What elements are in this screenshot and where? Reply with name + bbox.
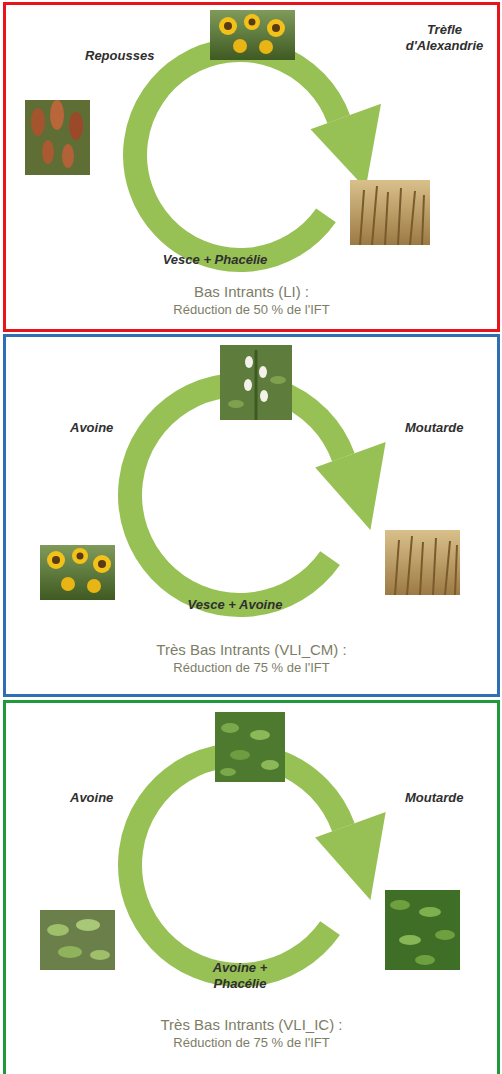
- crop-label: Moutarde: [405, 790, 495, 806]
- crop-label: Moutarde: [405, 420, 495, 436]
- ift-reduction: Réduction de 50 % de l'IFT: [6, 301, 497, 318]
- crop-label: Vesce + Phacélie: [140, 252, 290, 268]
- strategy-panel: Très Bas Intrants (VLI_CM) :Réduction de…: [3, 334, 500, 697]
- panel-caption: Très Bas Intrants (VLI_IC) :Réduction de…: [6, 1015, 497, 1051]
- wheat-photo: [350, 180, 430, 245]
- ift-reduction: Réduction de 75 % de l'IFT: [6, 659, 497, 676]
- crop-label: Trèfle d'Alexandrie: [392, 22, 497, 54]
- young-sunflower-photo: [40, 910, 115, 970]
- cover-crop-photo: [215, 712, 285, 782]
- strategy-name: Bas Intrants (LI) :: [6, 282, 497, 301]
- wheat-photo: [385, 530, 460, 595]
- strategy-name: Très Bas Intrants (VLI_CM) :: [6, 640, 497, 659]
- sesame-photo: [220, 345, 292, 420]
- sunflower-photo: [40, 545, 115, 600]
- crop-label: Repousses: [85, 48, 175, 64]
- cycle-arrow: [130, 755, 386, 975]
- crop-label: Vesce + Avoine: [160, 597, 310, 613]
- strategy-panel: Très Bas Intrants (VLI_IC) :Réduction de…: [3, 700, 500, 1074]
- sorghum-photo: [25, 100, 90, 175]
- crop-label: Avoine: [70, 420, 140, 436]
- sunflower-photo: [210, 10, 295, 60]
- panel-caption: Très Bas Intrants (VLI_CM) :Réduction de…: [6, 640, 497, 676]
- strategy-name: Très Bas Intrants (VLI_IC) :: [6, 1015, 497, 1034]
- crop-label: Avoine: [70, 790, 140, 806]
- ift-reduction: Réduction de 75 % de l'IFT: [6, 1034, 497, 1051]
- cover-crop-photo: [385, 890, 460, 970]
- panel-caption: Bas Intrants (LI) :Réduction de 50 % de …: [6, 282, 497, 318]
- crop-label: Avoine + Phacélie: [190, 960, 290, 992]
- cycle-arrow: [135, 50, 381, 260]
